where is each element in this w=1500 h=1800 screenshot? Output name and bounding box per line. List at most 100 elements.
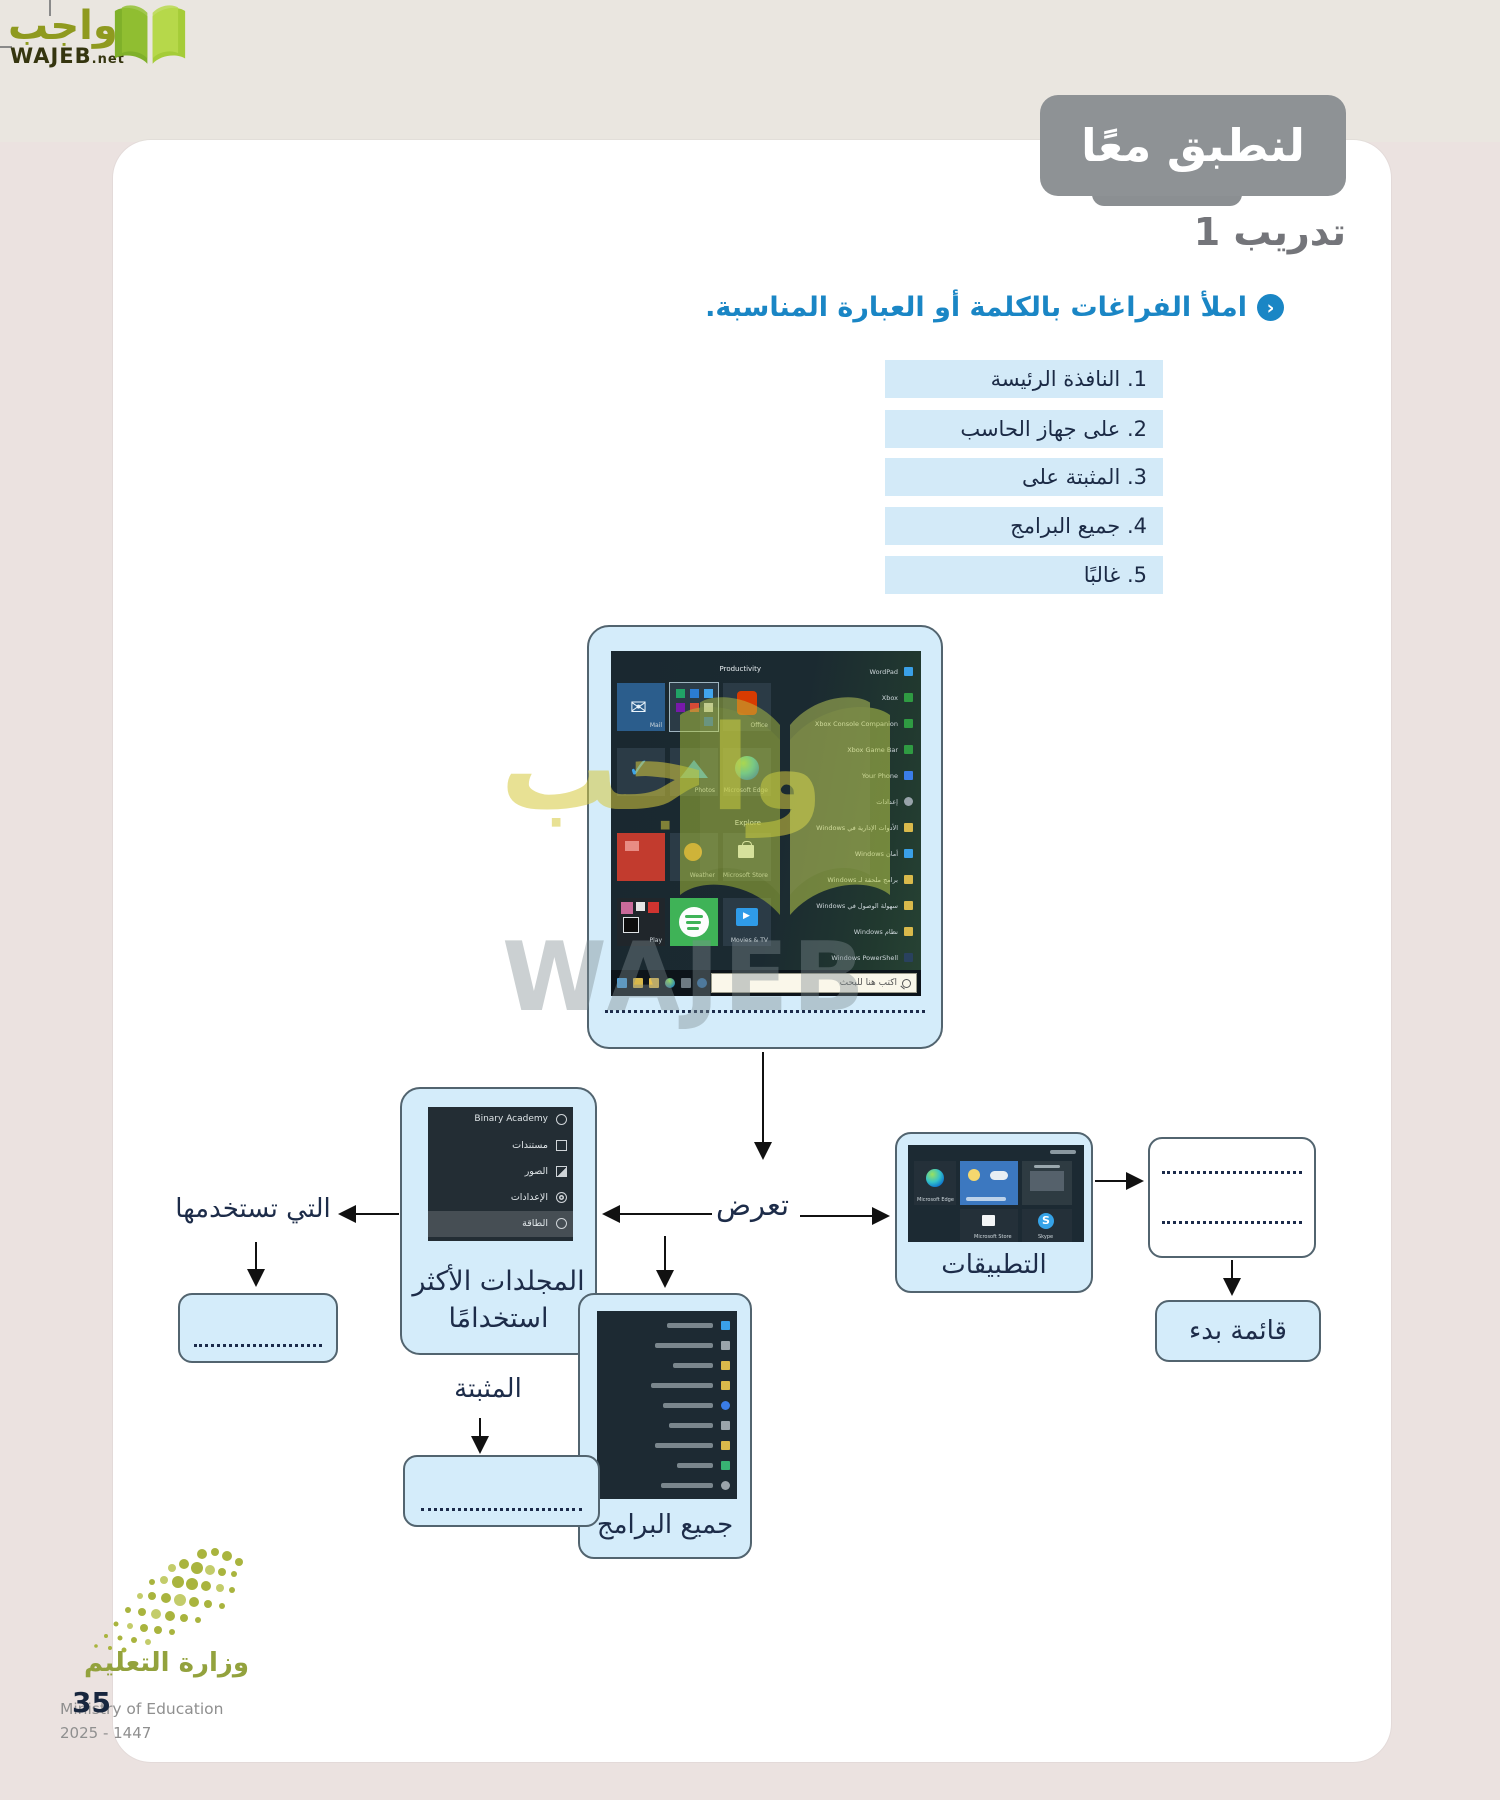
image-icon — [556, 1166, 567, 1177]
app-label: Windows PowerShell — [831, 954, 898, 962]
sun-icon — [968, 1169, 980, 1181]
folders-row-label: الطاقة — [522, 1218, 548, 1229]
section-banner: لنطبق معًا — [1040, 95, 1346, 196]
installed-label: المثبتة — [454, 1374, 522, 1404]
program-text-bar — [651, 1383, 713, 1388]
program-row — [597, 1415, 737, 1435]
folders-row-label: الإعدادات — [510, 1192, 548, 1203]
app-icon — [904, 693, 913, 702]
tile-group-label: Productivity — [719, 665, 762, 673]
folders-row: الإعدادات — [428, 1185, 573, 1211]
taskbar-store-icon — [633, 978, 643, 988]
folders-row: الصور — [428, 1159, 573, 1185]
document-icon — [556, 1140, 567, 1151]
check-icon: ✓ — [628, 754, 650, 784]
folder-icon — [721, 1381, 730, 1390]
app-label: WordPad — [869, 668, 898, 676]
program-row — [597, 1355, 737, 1375]
instruction-row: ‹ املأ الفراغات بالكلمة أو العبارة المنا… — [705, 292, 1284, 323]
edge-tile-small: Microsoft Edge — [914, 1161, 956, 1205]
wajeb-logo-arabic: واجب — [8, 3, 118, 49]
photo-thumb — [1030, 1171, 1064, 1191]
app-label: نظام Windows — [853, 928, 898, 936]
skype-tile-small: S Skype — [1022, 1209, 1072, 1242]
weather-text-bar — [966, 1197, 1006, 1201]
store-tile-small: Microsoft Store — [960, 1209, 1018, 1242]
page-number: 35 — [72, 1686, 111, 1719]
ministry-emblem — [52, 1542, 252, 1678]
app-icon — [904, 849, 913, 858]
apps-figure-card: Microsoft Edge Microsoft Store S Skype ا… — [895, 1132, 1093, 1293]
app-list-row: Windows PowerShell — [779, 945, 915, 971]
program-text-bar — [655, 1343, 713, 1348]
exercise-title: تدريب 1 — [1193, 210, 1346, 254]
play-glyph: ▶ — [743, 911, 750, 921]
folders-row-label: الصور — [524, 1166, 548, 1177]
word-bank-item: 3. المثبتة على — [885, 458, 1163, 496]
tile-label: Microsoft Store — [974, 1234, 1012, 1240]
taskbar-folder-icon — [649, 978, 659, 988]
power-icon — [721, 1481, 730, 1490]
folders-row-power: الطاقة — [428, 1211, 573, 1237]
program-text-bar — [655, 1443, 713, 1448]
start-menu-box: قائمة بدء — [1155, 1300, 1321, 1362]
taskbar-taskview-icon — [681, 978, 691, 988]
section-banner-text: لنطبق معًا — [1081, 119, 1305, 172]
program-text-bar — [661, 1483, 713, 1488]
apps-caption: التطبيقات — [941, 1249, 1047, 1280]
ministry-years: 2025 - 1447 — [60, 1724, 152, 1742]
crop-mark — [49, 0, 51, 16]
photo-text-bar — [1034, 1165, 1060, 1168]
program-row — [597, 1395, 737, 1415]
app-list-row: WordPad — [779, 659, 915, 685]
answer-box-use — [178, 1293, 338, 1363]
all-programs-caption: جميع البرامج — [596, 1509, 734, 1540]
weather-tile-small — [960, 1161, 1018, 1205]
folder-icon — [904, 901, 913, 910]
folders-row-label: Binary Academy — [474, 1114, 548, 1124]
app-icon — [904, 745, 913, 754]
document-icon — [721, 1421, 730, 1430]
photo-tile-small — [1022, 1161, 1072, 1205]
taskbar-mail-icon — [617, 978, 627, 988]
app-icon — [721, 1341, 730, 1350]
all-programs-screenshot — [597, 1311, 737, 1499]
start-menu-box-label: قائمة بدء — [1189, 1316, 1287, 1346]
folder-icon — [721, 1361, 730, 1370]
answer-line — [1162, 1171, 1302, 1174]
word-bank-item: 1. النافذة الرئيسة — [885, 360, 1163, 398]
tile-label: Play — [649, 937, 662, 944]
todo-tile: ✓ — [617, 748, 665, 796]
mail-icon: ✉ — [630, 695, 647, 719]
app-list-row: نظام Windows — [779, 919, 915, 945]
book-icon — [106, 4, 194, 80]
search-icon — [902, 978, 911, 988]
search-box: اكتب هنا للبحث — [711, 973, 917, 993]
skype-icon: S — [1038, 1213, 1054, 1229]
instruction-text: املأ الفراغات بالكلمة أو العبارة المناسب… — [705, 292, 1247, 323]
chevron-left-icon: ‹ — [1257, 294, 1284, 321]
powershell-icon — [904, 953, 913, 962]
gear-icon — [556, 1192, 567, 1203]
teams-icon — [704, 689, 713, 698]
all-programs-figure-card: جميع البرامج — [578, 1293, 752, 1559]
answer-line-main — [605, 1010, 925, 1013]
folders-caption: المجلدات الأكثر استخدامًا — [412, 1266, 585, 1334]
program-row — [597, 1315, 737, 1335]
apps-header-bar — [1050, 1150, 1076, 1154]
news-tile — [617, 833, 665, 881]
app-icon — [721, 1321, 730, 1330]
ministry-name-english: Ministry of Education — [60, 1700, 224, 1718]
folders-figure-card: Binary Academy مستندات الصور الإعدادات ا… — [400, 1087, 597, 1355]
power-icon — [556, 1218, 567, 1229]
user-icon — [556, 1114, 567, 1125]
program-text-bar — [677, 1463, 713, 1468]
program-row — [597, 1375, 737, 1395]
word-bank-item: 5. غالبًا — [885, 556, 1163, 594]
answer-line — [194, 1344, 322, 1347]
folders-screenshot: Binary Academy مستندات الصور الإعدادات ا… — [428, 1107, 573, 1241]
cloud-icon — [990, 1171, 1008, 1180]
search-placeholder: اكتب هنا للبحث — [839, 978, 897, 988]
folders-row-label: مستندات — [512, 1140, 548, 1151]
tile-label: Microsoft Edge — [917, 1197, 954, 1203]
